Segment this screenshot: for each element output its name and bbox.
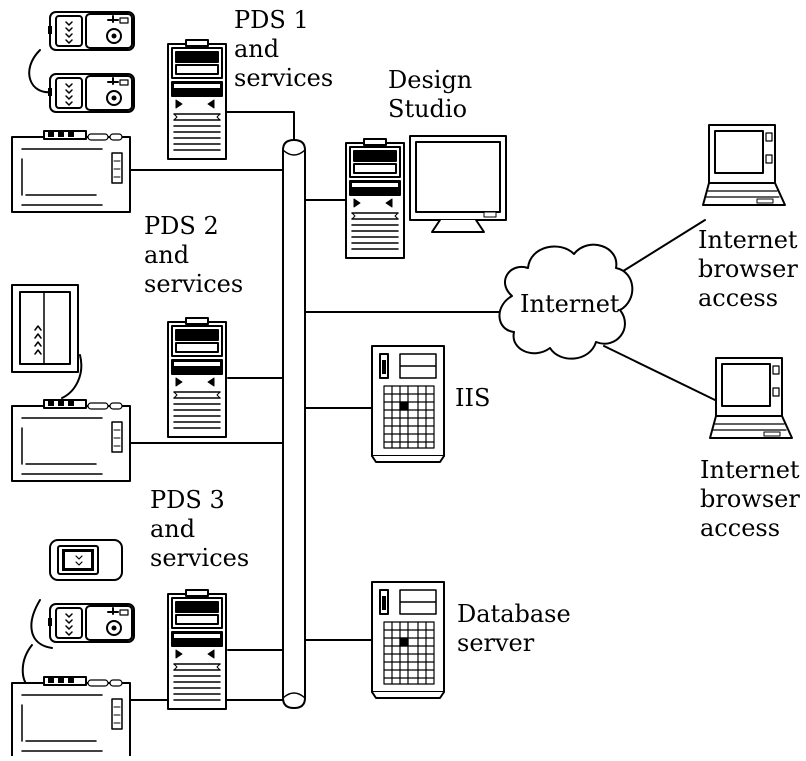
monitor-icon bbox=[409, 135, 507, 233]
kiosk-terminal-icon bbox=[11, 130, 131, 213]
tower-server-icon bbox=[167, 317, 227, 438]
camera-icon bbox=[47, 11, 135, 51]
kiosk-terminal-icon bbox=[11, 399, 131, 482]
tower-server-icon bbox=[167, 589, 227, 710]
handheld-device-icon bbox=[11, 284, 79, 373]
browser-access-label-2: Internet browser access bbox=[700, 456, 800, 542]
cloud-icon bbox=[498, 243, 634, 360]
tower-server-icon bbox=[167, 39, 227, 160]
iis-label: IIS bbox=[455, 384, 491, 412]
pds2-label: PDS 2 and services bbox=[144, 212, 244, 298]
handheld-device-icon bbox=[49, 539, 123, 581]
pds3-label: PDS 3 and services bbox=[150, 486, 250, 572]
camera-icon bbox=[47, 73, 135, 113]
camera-icon bbox=[47, 603, 135, 643]
internet-label: Internet bbox=[520, 290, 620, 318]
tower-server-icon bbox=[345, 138, 405, 259]
design-studio-label: Design Studio bbox=[388, 66, 473, 123]
pds1-label: PDS 1 and services bbox=[234, 6, 334, 92]
database-server-label: Database server bbox=[457, 600, 571, 657]
tower-server-icon bbox=[371, 581, 445, 699]
connection-lines bbox=[21, 49, 716, 701]
tower-server-icon bbox=[371, 345, 445, 463]
browser-access-label-1: Internet browser access bbox=[698, 226, 798, 312]
laptop-icon bbox=[709, 357, 793, 439]
network-bus-icon bbox=[282, 139, 306, 709]
laptop-icon bbox=[702, 124, 786, 206]
kiosk-terminal-icon bbox=[11, 676, 131, 759]
